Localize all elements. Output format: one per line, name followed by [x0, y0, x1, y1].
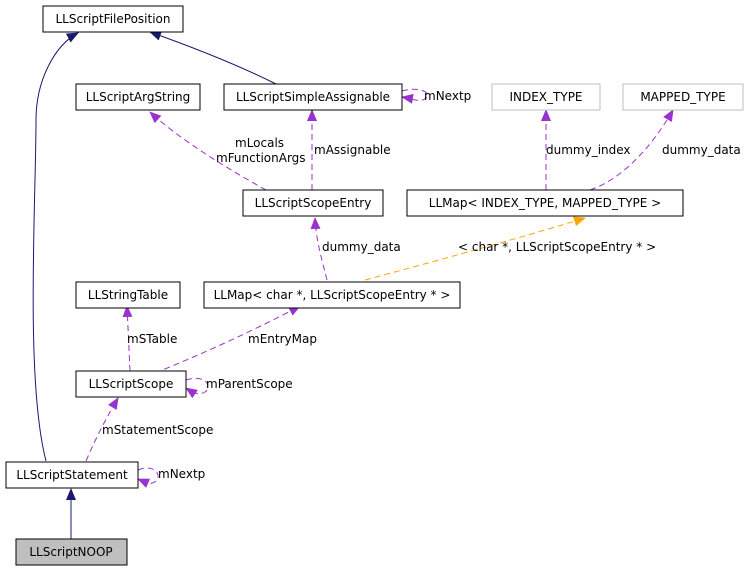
node-label: LLScriptScope — [89, 377, 174, 391]
node-llmap-char-scopeentry[interactable]: LLMap< char *, LLScriptScopeEntry * > — [203, 281, 461, 309]
label-nextp-assignable: mNextp — [424, 89, 471, 103]
node-llscriptfileposition[interactable]: LLScriptFilePosition — [42, 5, 184, 33]
edge-simpleassignable-inherits-fileposition — [149, 30, 277, 85]
edge-statement-inherits-fileposition — [32, 32, 79, 462]
edge-llmapchar-to-scopeentry — [310, 217, 328, 281]
edge-statement-to-scope — [85, 397, 119, 462]
node-label: LLScriptNOOP — [29, 545, 112, 559]
node-label: INDEX_TYPE — [509, 90, 582, 104]
node-llstringtable[interactable]: LLStringTable — [75, 281, 181, 309]
node-index-type[interactable]: INDEX_TYPE — [491, 83, 601, 111]
label-template-args: < char *, LLScriptScopeEntry * > — [458, 240, 656, 254]
label-dummy-data-entry: dummy_data — [322, 240, 401, 254]
node-llscriptsimpleassignable[interactable]: LLScriptSimpleAssignable — [223, 83, 403, 111]
node-label: LLScriptScopeEntry — [255, 196, 372, 210]
node-mapped-type[interactable]: MAPPED_TYPE — [622, 83, 744, 111]
node-llscriptscopeentry[interactable]: LLScriptScopeEntry — [242, 189, 384, 217]
label-dummy-index: dummy_index — [546, 143, 631, 157]
node-llscriptscope[interactable]: LLScriptScope — [75, 370, 187, 398]
edge-scope-to-stringtable — [122, 305, 133, 372]
node-llscriptnoop[interactable]: LLScriptNOOP — [15, 538, 128, 566]
label-dummy-data-mapped: dummy_data — [662, 143, 741, 157]
node-label: LLScriptSimpleAssignable — [236, 90, 390, 104]
node-label: MAPPED_TYPE — [640, 90, 725, 104]
edge-simpleassignable-nextp-self — [401, 88, 428, 104]
edge-scope-parentscope-self — [185, 378, 209, 399]
edge-statement-nextp-self — [137, 467, 159, 488]
node-label: LLScriptFilePosition — [56, 12, 171, 26]
edge-llmapgeneric-to-mappedtype — [589, 109, 674, 191]
edge-llmapchar-instantiates-llmapgeneric — [364, 216, 586, 281]
node-llscriptargstring[interactable]: LLScriptArgString — [75, 83, 201, 111]
node-label: LLMap< INDEX_TYPE, MAPPED_TYPE > — [429, 196, 661, 210]
edge-scope-to-llmapchar — [154, 305, 301, 374]
label-nextp-statement: mNextp — [158, 467, 205, 481]
edge-scopeentry-to-argstring — [149, 111, 267, 191]
node-llscriptstatement[interactable]: LLScriptStatement — [5, 461, 139, 489]
label-mfunctionargs: mFunctionArgs — [216, 151, 306, 165]
label-mlocals: mLocals — [235, 136, 284, 150]
node-label: LLStringTable — [88, 288, 168, 302]
label-mstatementscope: mStatementScope — [102, 423, 213, 437]
node-llmap-index-mapped[interactable]: LLMap< INDEX_TYPE, MAPPED_TYPE > — [406, 189, 684, 217]
label-massignable: mAssignable — [314, 143, 391, 157]
label-mentrymap: mEntryMap — [248, 332, 317, 346]
label-mparentscope: mParentScope — [206, 377, 293, 391]
node-label: LLMap< char *, LLScriptScopeEntry * > — [214, 288, 451, 302]
node-label: LLScriptStatement — [16, 468, 128, 482]
label-mstable: mSTable — [127, 332, 177, 346]
node-label: LLScriptArgString — [86, 90, 191, 104]
